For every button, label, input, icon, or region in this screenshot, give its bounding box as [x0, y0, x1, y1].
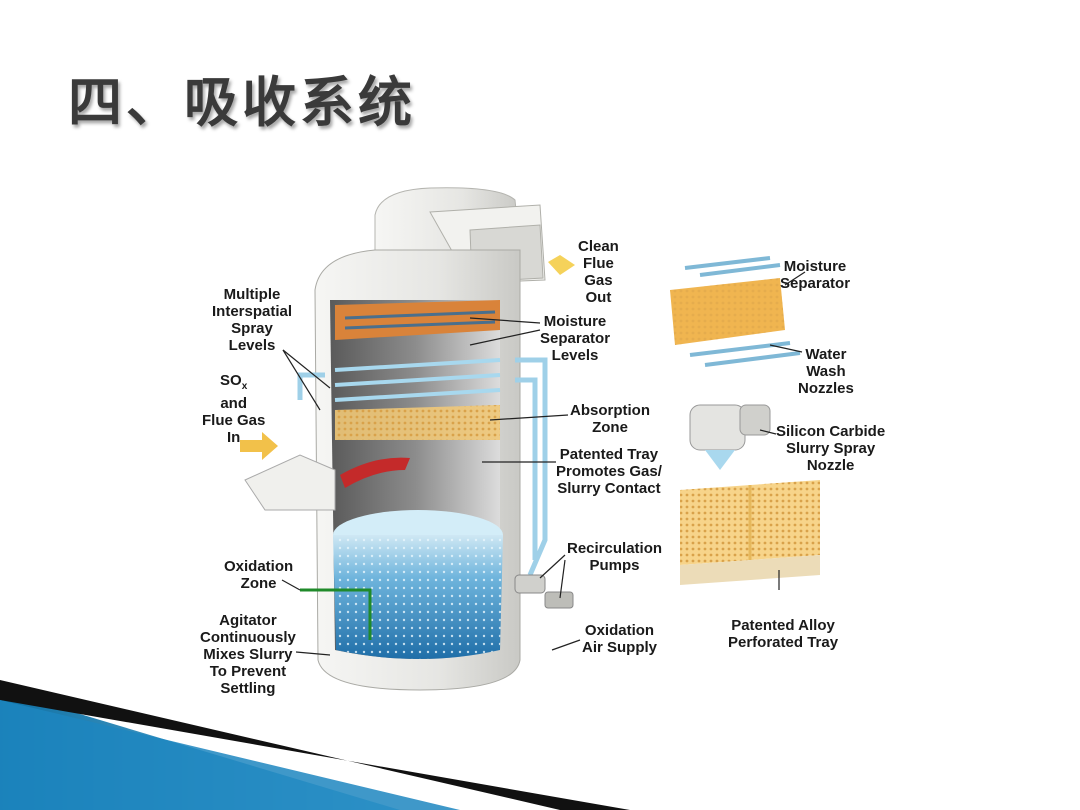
- label-moisture-separator-levels: Moisture Separator Levels: [540, 313, 610, 364]
- label-sox-in: SOx and Flue Gas In: [202, 372, 265, 446]
- label-moisture-separator: Moisture Separator: [780, 258, 850, 292]
- clean-gas-arrow: [548, 255, 575, 275]
- label-spray-levels: Multiple Interspatial Spray Levels: [212, 286, 292, 354]
- label-silicon-carbide-nozzle: Silicon Carbide Slurry Spray Nozzle: [776, 423, 885, 474]
- alloy-tray-detail: [680, 480, 820, 585]
- label-absorption-zone: Absorption Zone: [570, 402, 650, 436]
- label-water-wash-nozzles: Water Wash Nozzles: [798, 346, 854, 397]
- label-oxidation-air-supply: Oxidation Air Supply: [582, 622, 657, 656]
- label-recirculation-pumps: Recirculation Pumps: [567, 540, 662, 574]
- corner-bands: [0, 680, 630, 810]
- spray-nozzle-detail: [690, 405, 770, 470]
- label-alloy-perforated-tray: Patented Alloy Perforated Tray: [728, 617, 838, 651]
- label-clean-gas-out: Clean Flue Gas Out: [578, 238, 619, 306]
- label-patented-tray: Patented Tray Promotes Gas/ Slurry Conta…: [556, 446, 662, 497]
- label-agitator: Agitator Continuously Mixes Slurry To Pr…: [200, 612, 296, 697]
- label-oxidation-zone: Oxidation Zone: [224, 558, 293, 592]
